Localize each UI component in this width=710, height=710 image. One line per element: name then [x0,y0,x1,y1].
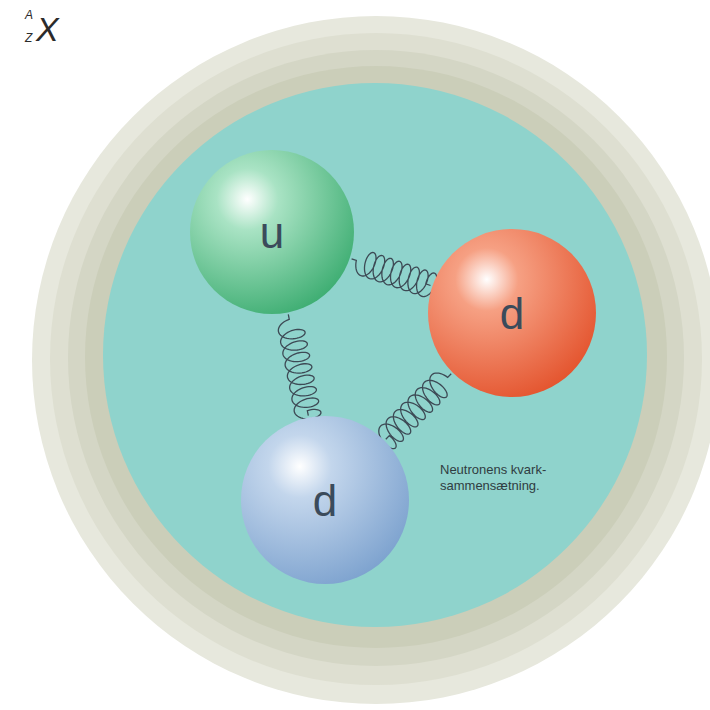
halo-ring [50,33,702,685]
neutron-circle: Neutronens kvark- sammensætning. u d d [103,83,647,627]
down-quark-fill [241,416,409,584]
quark-label: d [500,286,524,341]
atomic-number: Z [25,32,32,44]
label-holder: X [36,12,59,46]
down-quark: d [241,416,409,584]
halo-ring [85,66,667,648]
label-holder: A [25,9,33,21]
quark-label: d [313,473,337,528]
mass-number: A [25,9,33,21]
up-quark-fill [190,150,354,314]
gluon-spring [379,373,451,449]
down-quark: d [428,229,596,397]
down-quark-fill [428,229,596,397]
up-quark: u [190,150,354,314]
halo-ring [32,16,710,704]
element-symbol: X [36,12,59,46]
halo-ring [68,50,684,666]
quark-label: u [260,205,284,260]
gluon-spring [278,314,321,418]
neutron-circle-fill [103,83,647,627]
gluon-spring [352,252,437,296]
caption-text: Neutronens kvark- sammensætning. [440,462,572,495]
label-holder: Z [25,32,32,44]
